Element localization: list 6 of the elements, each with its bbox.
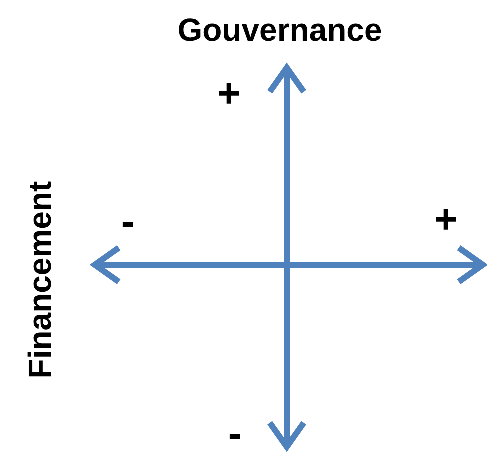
plus-sign: + <box>434 200 458 240</box>
axis-title: Financement <box>24 181 56 379</box>
plus-sign: + <box>217 74 241 114</box>
minus-sign: - <box>228 414 242 454</box>
axis-title: Gouvernance <box>178 14 382 46</box>
minus-sign: - <box>121 202 135 242</box>
